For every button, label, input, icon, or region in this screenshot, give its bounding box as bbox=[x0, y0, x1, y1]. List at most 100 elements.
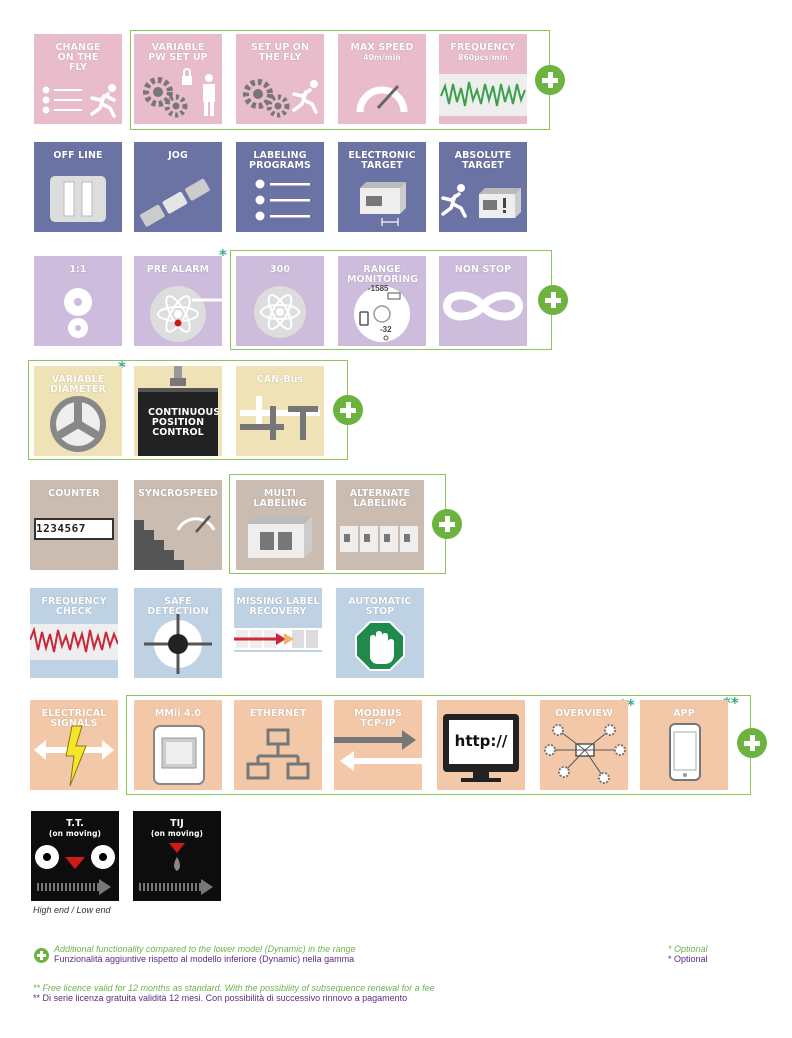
plus-icon bbox=[34, 948, 49, 963]
tile-label: 1:1 bbox=[69, 264, 87, 275]
wave-icon bbox=[439, 74, 527, 116]
tile-label: RANGE MONITORING bbox=[347, 264, 419, 285]
tile-label-title: TIJ bbox=[170, 818, 184, 829]
tile-label: CONTINUOUS POSITION CONTROL bbox=[148, 407, 221, 438]
tile-app: APP bbox=[640, 700, 728, 790]
counter-digits: 1234567 bbox=[36, 522, 86, 535]
tile-label: CHANGE ON THE FLY bbox=[55, 42, 101, 73]
tile-off-line: OFF LINE bbox=[34, 142, 122, 232]
range-roll-icon bbox=[354, 286, 410, 342]
tile-labeling-programs: LABELING PROGRAMS bbox=[236, 142, 324, 232]
speedometer-icon bbox=[356, 84, 408, 113]
tile-pre-alarm: PRE ALARM bbox=[134, 256, 222, 346]
tile-label-sub: (on moving) bbox=[150, 829, 204, 838]
inkjet-icon bbox=[139, 843, 213, 895]
tile-overview: OVERVIEW bbox=[540, 700, 628, 790]
missing-label-icon bbox=[234, 628, 322, 678]
counter-display bbox=[34, 518, 114, 540]
smartphone-icon bbox=[669, 723, 701, 781]
tile-label: JOG bbox=[168, 150, 188, 161]
tile-variable-pw-set-up: VARIABLE PW SET UP bbox=[134, 34, 222, 124]
variable-roll-icon bbox=[50, 396, 106, 452]
tile-label-title: T.T. bbox=[66, 818, 84, 829]
plus-icon bbox=[432, 509, 462, 539]
tile-missing-label-recovery: MISSING LABEL RECOVERY bbox=[234, 588, 322, 678]
plus-icon bbox=[538, 285, 568, 315]
infinity-icon bbox=[442, 291, 524, 321]
tile-label: APP bbox=[673, 708, 695, 719]
tile-label: CAN-Bus bbox=[256, 374, 304, 385]
tile-label-sub: (on moving) bbox=[48, 829, 102, 838]
tile-label: 300 bbox=[269, 264, 291, 275]
tile-label: LABELING PROGRAMS bbox=[249, 150, 311, 171]
http-text: http:// bbox=[454, 732, 508, 750]
list-icon bbox=[255, 179, 310, 221]
tile-set-up-on-the-fly: SET UP ON THE FLY bbox=[236, 34, 324, 124]
stairs-gauge-icon bbox=[134, 515, 216, 570]
legend-licence: ** Free licence valid for 12 months as s… bbox=[33, 983, 435, 1003]
tile-can-bus: CAN-Bus bbox=[236, 366, 324, 456]
tile-label: SET UP ON THE FLY bbox=[250, 42, 310, 63]
tile-modbus-tcp-ip: MODBUS TCP-IP bbox=[334, 700, 422, 790]
monitor-icon bbox=[443, 714, 519, 782]
tile-label: TIJ(on moving) bbox=[133, 819, 221, 839]
plus-icon bbox=[737, 728, 767, 758]
tile-label: FREQUENCY CHECK bbox=[41, 596, 107, 617]
tile-label: ELECTRONIC TARGET bbox=[348, 150, 416, 171]
wave-check-icon bbox=[30, 624, 118, 660]
rolls-icon bbox=[64, 288, 92, 338]
tile-label: NON STOP bbox=[454, 264, 512, 275]
tile-label: AUTOMATIC STOP bbox=[348, 596, 412, 617]
gears-lock-person-icon bbox=[143, 68, 215, 118]
tile-range-monitoring: RANGE MONITORING -1585 -32 bbox=[338, 256, 426, 346]
atom-roll-icon bbox=[254, 286, 306, 338]
tile-label: T.T.(on moving) bbox=[31, 819, 119, 839]
runner-box-icon bbox=[441, 184, 521, 218]
tile-label: VARIABLE DIAMETER bbox=[50, 374, 106, 395]
tile-absolute-target: ABSOLUTE TARGET bbox=[439, 142, 527, 232]
bus-icon bbox=[240, 396, 320, 440]
tile-variable-diameter: VARIABLE DIAMETER bbox=[34, 366, 122, 456]
legend-optional-it: * Optional bbox=[668, 954, 708, 964]
tile-ethernet: ETHERNET bbox=[234, 700, 322, 790]
tile-counter: COUNTER 1234567 bbox=[30, 480, 118, 570]
tile-label: MODBUS TCP-IP bbox=[354, 708, 402, 729]
tile-alternate-labeling: ALTERNATE LABELING bbox=[336, 480, 424, 570]
range-bottom-value: -32 bbox=[380, 325, 392, 334]
tile-label: ABSOLUTE TARGET bbox=[454, 150, 512, 171]
tile-label: VARIABLE PW SET UP bbox=[148, 42, 208, 63]
tile-label: COUNTER bbox=[48, 488, 100, 499]
tile-tt: T.T.(on moving) bbox=[31, 811, 119, 901]
legend-licence-it: ** Di serie licenza gratuita validità 12… bbox=[33, 993, 408, 1003]
tile-label: MISSING LABEL RECOVERY bbox=[236, 596, 320, 617]
plus-icon bbox=[333, 395, 363, 425]
jog-icon bbox=[140, 178, 210, 227]
thermal-transfer-icon bbox=[35, 845, 115, 895]
stop-hand-icon bbox=[355, 621, 405, 671]
tile-label: ALTERNATE LABELING bbox=[349, 488, 411, 509]
tile-label-title: FREQUENCY bbox=[450, 42, 516, 53]
legend-optional-en: * Optional bbox=[668, 944, 708, 954]
tile-electrical-signals: ELECTRICAL SIGNALS bbox=[30, 700, 118, 790]
tile-continuous-position-control: CONTINUOUS POSITION CONTROL bbox=[134, 366, 222, 456]
tile-label: MMii 4.0 bbox=[154, 708, 202, 719]
tile-label-title: MAX SPEED bbox=[350, 42, 414, 53]
alternate-label-icon bbox=[340, 526, 418, 552]
tile-label: PRE ALARM bbox=[146, 264, 210, 275]
atom-roll-icon bbox=[150, 286, 222, 342]
hmi-panel-icon bbox=[153, 725, 205, 785]
tile-http: http:// bbox=[437, 700, 525, 790]
tile-label-sub: 860pcs/min bbox=[458, 53, 508, 62]
tile-multi-labeling: MULTI LABELING bbox=[236, 480, 324, 570]
network-icon bbox=[246, 728, 310, 780]
crosshair-icon bbox=[144, 614, 212, 674]
tile-electronic-target: ELECTRONIC TARGET bbox=[338, 142, 426, 232]
tile-automatic-stop: AUTOMATIC STOP bbox=[336, 588, 424, 678]
tile-1-1: 1:1 bbox=[34, 256, 122, 346]
legend-additional-it: Funzionalità aggiuntive rispetto al mode… bbox=[54, 954, 355, 964]
legend-optional: * Optional * Optional bbox=[668, 944, 708, 964]
tile-safe-detection: SAFE DETECTION bbox=[134, 588, 222, 678]
